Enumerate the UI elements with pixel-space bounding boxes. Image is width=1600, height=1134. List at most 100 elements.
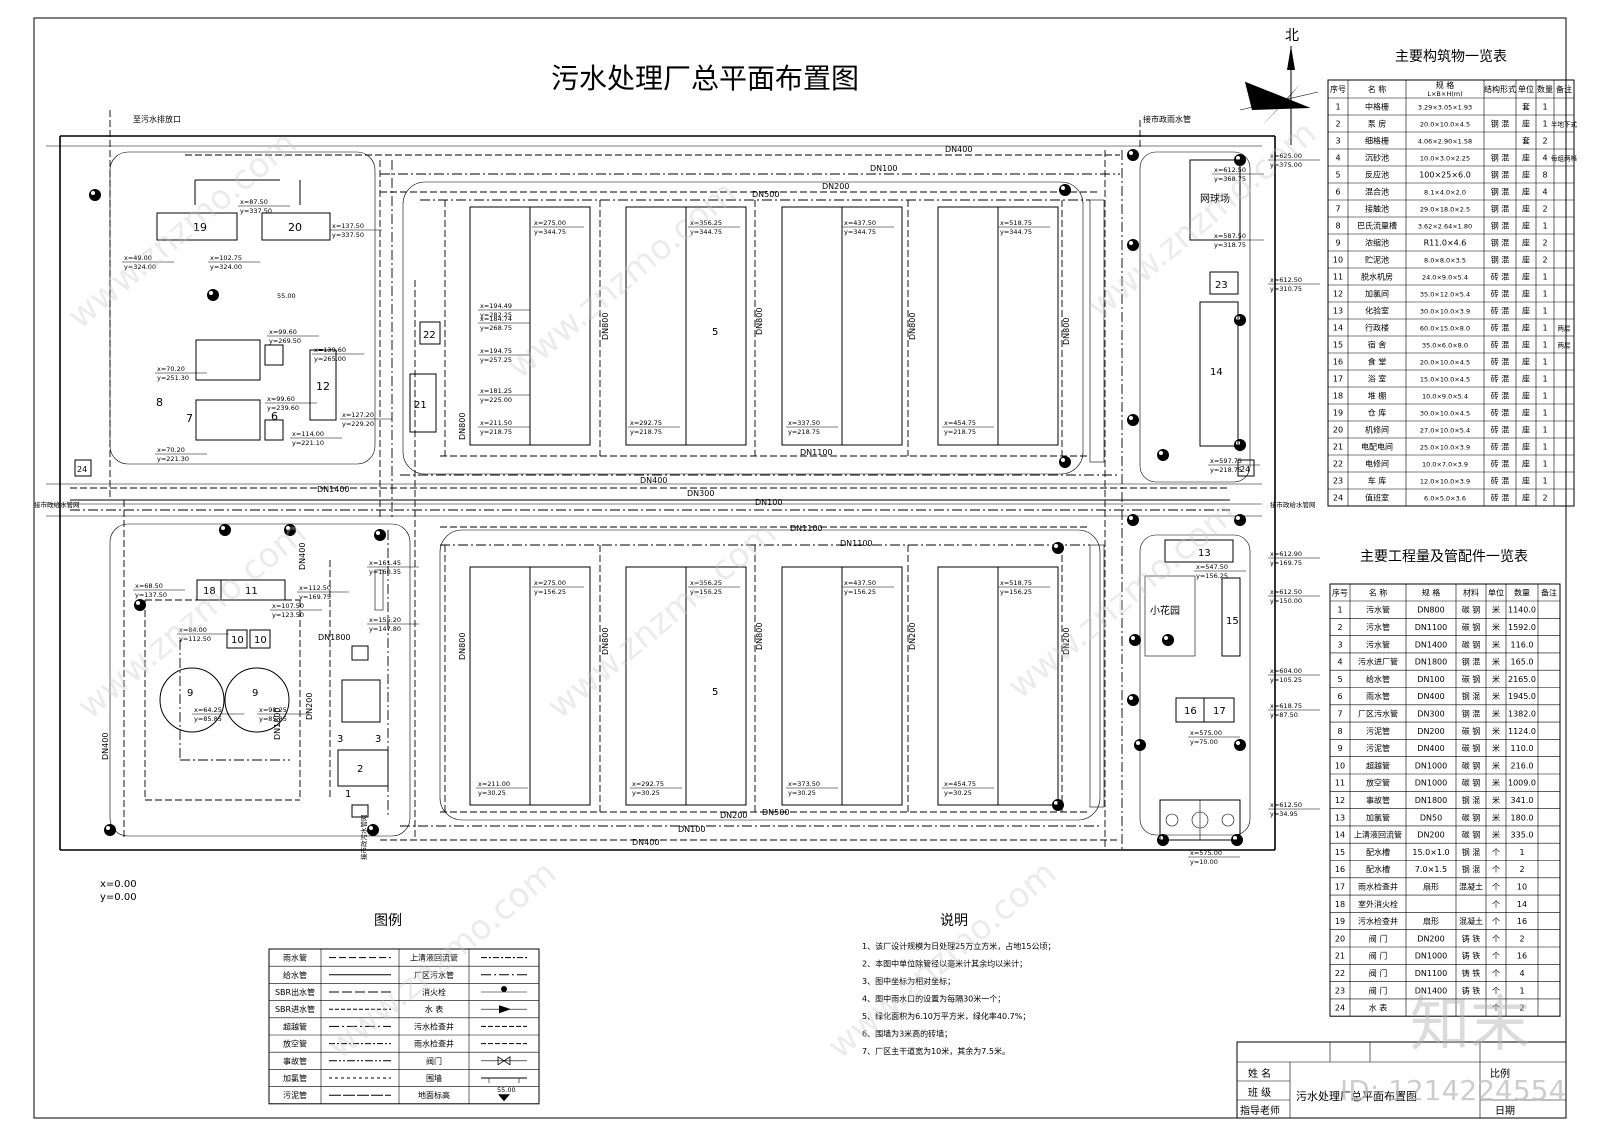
coordinate-x: x=98.25 xyxy=(259,706,287,714)
pipe-size-label: DN400 xyxy=(640,476,667,485)
table2-cell: DN1000 xyxy=(1415,952,1448,961)
table1-cell: 20.0×10.0×4.5 xyxy=(1420,121,1470,129)
coordinate-marker: x=575.00y=10.00 xyxy=(1188,849,1240,866)
table2-cell: 碳 钢 xyxy=(1462,605,1481,615)
table2-cell: 放空管 xyxy=(1366,778,1390,788)
table2-cell: 混凝土 xyxy=(1459,881,1483,891)
building-11-label: 11 xyxy=(245,586,258,597)
table2-cell: 110.0 xyxy=(1511,744,1534,753)
table2-cell: 污水检查井 xyxy=(1358,916,1398,926)
coordinate-x: x=99.60 xyxy=(269,328,297,336)
coordinate-marker: x=292.75y=218.75 xyxy=(628,419,680,436)
coordinate-x: x=356.25 xyxy=(690,219,722,227)
legend-row: 加氯管围墙 xyxy=(283,1073,527,1083)
table2-cell: 4 xyxy=(1337,658,1342,667)
coordinate-x: x=437.50 xyxy=(844,579,876,587)
table2-cell: 24 xyxy=(1335,1004,1345,1013)
table1-cell: 1 xyxy=(1542,290,1547,299)
coordinate-y: y=147.80 xyxy=(369,625,401,633)
table1-cell: 1 xyxy=(1542,460,1547,469)
table1-cell: 砖 混 xyxy=(1491,493,1510,503)
coordinate-y: y=344.75 xyxy=(1000,228,1032,236)
table1-cell: 10.0×3.0×2.25 xyxy=(1420,155,1470,163)
coordinate-y: y=344.75 xyxy=(690,228,722,236)
table2-header: 单位 xyxy=(1488,588,1504,598)
tree-icon xyxy=(1234,739,1246,751)
table1-cell: 每组两格 xyxy=(1551,154,1578,163)
pipe-size-label: DN300 xyxy=(687,489,714,498)
coordinate-x: x=275.00 xyxy=(534,219,566,227)
pump-house-2: 2 1 3 3 xyxy=(337,569,389,818)
coordinate-x: x=612.50 xyxy=(1270,588,1302,596)
table1-cell: 宿 舍 xyxy=(1368,340,1387,350)
table1-cell: 座 xyxy=(1522,459,1530,469)
table2-cell: 116.0 xyxy=(1511,640,1534,649)
table2-cell: 钢 混 xyxy=(1462,795,1481,805)
building-3a-label: 3 xyxy=(337,734,343,745)
table1-cell: 砖 混 xyxy=(1491,289,1510,299)
table2-cell: DN1400 xyxy=(1415,986,1448,995)
table1-cell: 两层 xyxy=(1558,325,1572,333)
coordinate-y: y=218.75 xyxy=(944,428,976,436)
coordinate-marker: x=612.50y=34.95 xyxy=(1268,801,1320,818)
table1-cell: 6.0×5.0×3.6 xyxy=(1424,495,1466,503)
tree-icon xyxy=(1127,149,1139,161)
coordinate-y: y=160.35 xyxy=(369,568,401,576)
coordinate-marker: x=68.50y=137.50 xyxy=(133,582,185,599)
table1-cell: 1 xyxy=(1335,103,1340,112)
table1-header: 序号 xyxy=(1330,84,1346,94)
legend-label: 阀门 xyxy=(426,1056,442,1066)
table1-cell: 砖 混 xyxy=(1491,408,1510,418)
table1-cell: 2 xyxy=(1542,137,1547,146)
coordinate-y: y=310.75 xyxy=(1270,285,1302,293)
table1-cell: 行政楼 xyxy=(1365,323,1389,333)
table1-cell: 贮泥池 xyxy=(1365,255,1389,265)
building-13: 13 xyxy=(1164,539,1234,563)
table1-cell: 砖 混 xyxy=(1491,306,1510,316)
coordinate-marker: x=575.00y=75.00 xyxy=(1188,729,1240,746)
table2-cell: 水 表 xyxy=(1369,1003,1388,1013)
coordinate-x: x=604.00 xyxy=(1270,667,1302,675)
building-21: 21 xyxy=(409,373,437,433)
table2-cell: 22 xyxy=(1335,969,1345,978)
table1-cell: 砖 混 xyxy=(1491,323,1510,333)
table2-cell: 1124.0 xyxy=(1508,727,1536,736)
coordinate-marker: x=618.75y=87.50 xyxy=(1268,702,1320,719)
coordinate-marker: x=612.50y=150.00 xyxy=(1268,588,1320,605)
table2-cell: 配水槽 xyxy=(1366,847,1390,857)
coordinate-y: y=156.25 xyxy=(1196,572,1228,580)
table2-cell: 铸 铁 xyxy=(1462,968,1481,978)
table1-cell: 2 xyxy=(1542,205,1547,214)
coordinate-marker: x=137.50y=337.50 xyxy=(330,222,382,239)
table2-header: 备注 xyxy=(1541,588,1557,598)
pipe-size-label: DN800 xyxy=(755,308,764,335)
table1-cell: 1 xyxy=(1542,375,1547,384)
table1-cell: 沉砂池 xyxy=(1365,153,1389,163)
table2-cell: 7 xyxy=(1337,709,1342,718)
pipe-size-label: DN800 xyxy=(755,623,764,650)
table1-cell: 2 xyxy=(1542,239,1547,248)
table2-cell: DN200 xyxy=(1417,934,1444,943)
table1-cell: 半地下式 xyxy=(1551,120,1578,129)
notes-title: 说明 xyxy=(940,913,968,929)
coordinate-y: y=282.25 xyxy=(480,311,512,319)
note-item: 4、图中雨水口的设置为每隔30米一个； xyxy=(862,994,1005,1004)
legend-label: 给水管 xyxy=(283,970,307,980)
legend-label: 放空管 xyxy=(283,1039,307,1049)
coordinate-y: y=239.60 xyxy=(267,404,299,412)
table1-cell: 4 xyxy=(1542,188,1547,197)
table1-cell: 3.29×3.05×1.93 xyxy=(1418,104,1472,112)
building-20-label: 20 xyxy=(288,221,302,234)
